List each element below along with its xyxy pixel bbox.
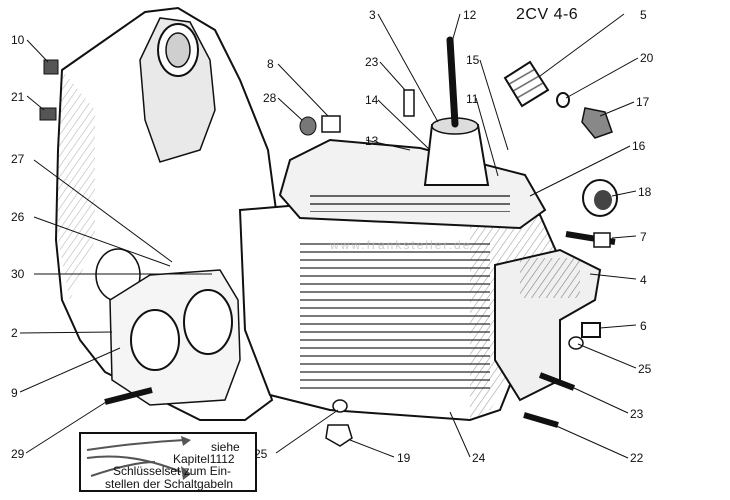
- part-6-plug: [568, 322, 601, 350]
- part-5-sleeve: [503, 60, 550, 108]
- callout-17: 17: [636, 95, 650, 109]
- part-23-bolt-top: [403, 89, 415, 117]
- callout-25-bottom: 25: [254, 447, 268, 461]
- callout-9: 9: [11, 386, 18, 400]
- callout-24: 24: [472, 451, 486, 465]
- watermark: www.franksteller.de: [330, 238, 472, 252]
- wrench-sketch: [86, 436, 191, 480]
- part-22-bolt: [523, 412, 559, 428]
- callout-21: 21: [11, 90, 25, 104]
- callout-23-top: 23: [365, 55, 379, 69]
- note-line-4: stellen der Schaltgabeln: [105, 477, 234, 491]
- part-21-bolt: [39, 107, 57, 121]
- note-line-3: Schlüsselset zum Ein-: [113, 464, 232, 478]
- callout-10: 10: [11, 33, 25, 47]
- housing-fins: [300, 240, 490, 390]
- callout-22: 22: [630, 451, 644, 465]
- callout-20: 20: [640, 51, 654, 65]
- callout-26: 26: [11, 210, 25, 224]
- callout-7: 7: [640, 230, 647, 244]
- part-10-nut: [43, 59, 59, 75]
- callout-19: 19: [397, 451, 411, 465]
- gasket-hole-right: [183, 289, 233, 355]
- callout-2: 2: [11, 326, 18, 340]
- callout-18: 18: [638, 185, 652, 199]
- part-19-plug: [325, 424, 353, 447]
- callout-5: 5: [640, 8, 647, 22]
- part-8-cap: [321, 115, 341, 133]
- part-18-plug: [582, 179, 618, 217]
- callout-15: 15: [466, 53, 480, 67]
- callout-16: 16: [632, 139, 646, 153]
- part-28-bush: [299, 116, 317, 136]
- top-cover: [278, 138, 547, 230]
- part-7-bolt: [565, 231, 616, 248]
- top-cover-grille: [310, 190, 510, 212]
- part-20-washer: [556, 92, 570, 108]
- callout-8: 8: [267, 57, 274, 71]
- end-housing-plate: [520, 258, 580, 298]
- callout-25-right: 25: [638, 362, 652, 376]
- bell-shading: [58, 70, 95, 300]
- callout-28: 28: [263, 91, 277, 105]
- part-29-stud: [104, 387, 153, 405]
- callout-12: 12: [463, 8, 477, 22]
- callout-13: 13: [365, 134, 379, 148]
- callout-29: 29: [11, 447, 25, 461]
- shift-lever: [446, 36, 459, 128]
- callout-23-lower: 23: [630, 407, 644, 421]
- callout-14: 14: [365, 93, 379, 107]
- diagram-title: 2CV 4-6: [516, 6, 579, 23]
- callout-27: 27: [11, 152, 25, 166]
- note-line-1: siehe: [211, 440, 240, 454]
- bell-bearing-bore: [165, 32, 191, 68]
- note-line-2: Kapitel1112: [173, 452, 235, 466]
- gasket-hole-left: [130, 309, 180, 371]
- part-25-drain: [332, 399, 348, 413]
- callout-6: 6: [640, 319, 647, 333]
- callout-4: 4: [640, 273, 647, 287]
- part-23-bolt-lower: [538, 372, 576, 391]
- leader-lines: [19, 13, 639, 459]
- callout-30: 30: [11, 267, 25, 281]
- reference-note-box: siehe Kapitel1112 Schlüsselset zum Ein- …: [79, 432, 257, 492]
- callout-11: 11: [466, 92, 479, 106]
- callout-3: 3: [369, 8, 376, 22]
- part-17-gear: [581, 107, 613, 139]
